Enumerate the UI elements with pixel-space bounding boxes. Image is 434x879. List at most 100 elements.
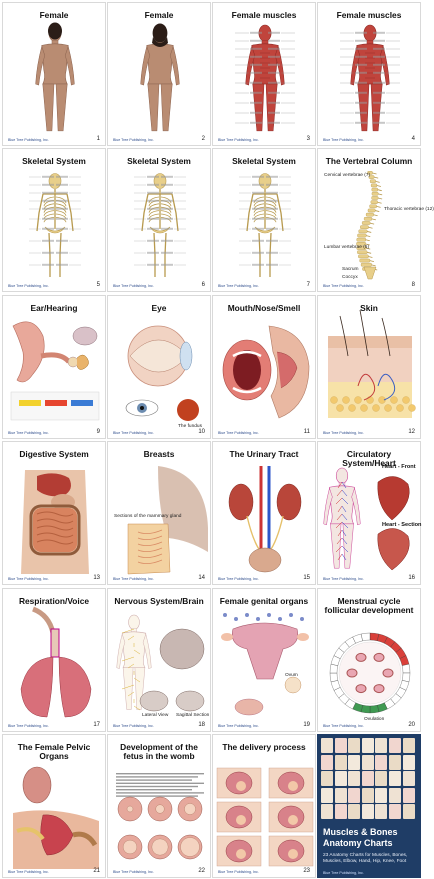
cover-thumbnail [361,787,374,803]
chart-number: 14 [198,575,205,581]
vertebral-label: Cervical vertebrae (7) [324,173,371,178]
cover-thumbnail [348,738,361,753]
chart-number: 3 [306,136,310,142]
chart-number: 11 [303,429,310,435]
chart-title: Ear/Hearing [30,303,78,313]
fundus-label: The fundus [178,424,203,429]
cover-thumbnail [375,804,388,820]
chart-number: 1 [96,136,100,142]
vertebral-label: Sacrum [342,267,359,272]
publisher-label: Blue Tree Publishing, Inc. [218,724,259,728]
vertebral-label: Coccyx [342,275,358,280]
chart-title: The Urinary Tract [229,449,299,459]
chart-illustration [35,22,75,132]
heart-front-label: Heart - Front [382,464,416,470]
cover-title-1: Muscles & Bones [323,827,398,837]
publisher-label: Blue Tree Publishing, Inc. [218,284,259,288]
chart-title: Skin [360,303,378,313]
chart-illustration [221,613,309,716]
publisher-label: Blue Tree Publishing, Inc. [8,724,49,728]
chart-number: 12 [408,429,415,435]
chart-title: Female [39,10,69,20]
chart-number: 19 [303,722,310,728]
chart-number: 7 [306,282,310,288]
chart-number: 2 [201,136,205,142]
chart-number: 5 [96,282,100,288]
chart-illustration [10,321,100,421]
publisher-label: Blue Tree Publishing, Inc. [113,870,154,874]
cover-thumbnail [361,738,374,753]
publisher-label: Blue Tree Publishing, Inc. [8,138,49,142]
chart-number: 22 [198,868,205,874]
chart-illustration [13,766,99,869]
chart-number: 10 [198,429,205,435]
chart-number: 23 [303,868,310,874]
vertebral-label: Lumbar vertebrae (5) [324,245,370,250]
chart-title: The delivery process [222,742,306,752]
chart-title: Nervous System/Brain [114,596,204,606]
publisher-label: Blue Tree Publishing, Inc. [218,431,259,435]
ovulation-label: Ovulation [364,717,385,722]
publisher-label: Blue Tree Publishing, Inc. [113,138,154,142]
chart-title: Skeletal System [127,156,191,166]
chart-illustration [239,173,291,277]
publisher-label: Blue Tree Publishing, Inc. [8,577,49,581]
cover-thumbnail [361,804,374,820]
publisher-label: Blue Tree Publishing, Inc. [113,724,154,728]
publisher-label: Blue Tree Publishing, Inc. [8,870,49,874]
cover-thumbnail [334,771,347,787]
cover-thumbnail [321,738,333,753]
publisher-label: Blue Tree Publishing, Inc. [8,431,49,435]
chart-illustration [116,614,205,712]
publisher-label: Blue Tree Publishing, Inc. [8,284,49,288]
cover-publisher: Blue Tree Publishing, Inc. [323,871,364,875]
heart-section-label: Heart - Section [382,522,422,528]
chart-number: 20 [408,722,415,728]
chart-illustration [216,767,314,867]
vertebral-label: Thoracic vertebrae (12) [384,207,434,212]
cover-thumbnail [375,754,388,770]
cover-thumbnail [402,804,415,820]
cover-thumbnail [334,754,347,770]
cover-thumbnail [402,771,415,787]
chart-number: 4 [411,136,415,142]
chart-title: Eye [151,303,167,313]
chart-number: 15 [303,575,310,581]
chart-illustration [29,173,81,277]
publisher-label: Blue Tree Publishing, Inc. [323,577,364,581]
chart-number: 18 [198,722,205,728]
chart-illustration [328,309,416,418]
cover-thumbnail [375,787,388,803]
cover-thumbnail [402,787,415,803]
chart-illustration [20,606,92,718]
publisher-label: Blue Tree Publishing, Inc. [218,870,259,874]
chart-illustration [21,470,89,574]
cover-thumbnail [334,738,347,753]
chart-title: Digestive System [19,449,89,459]
chart-number: 8 [411,282,415,288]
